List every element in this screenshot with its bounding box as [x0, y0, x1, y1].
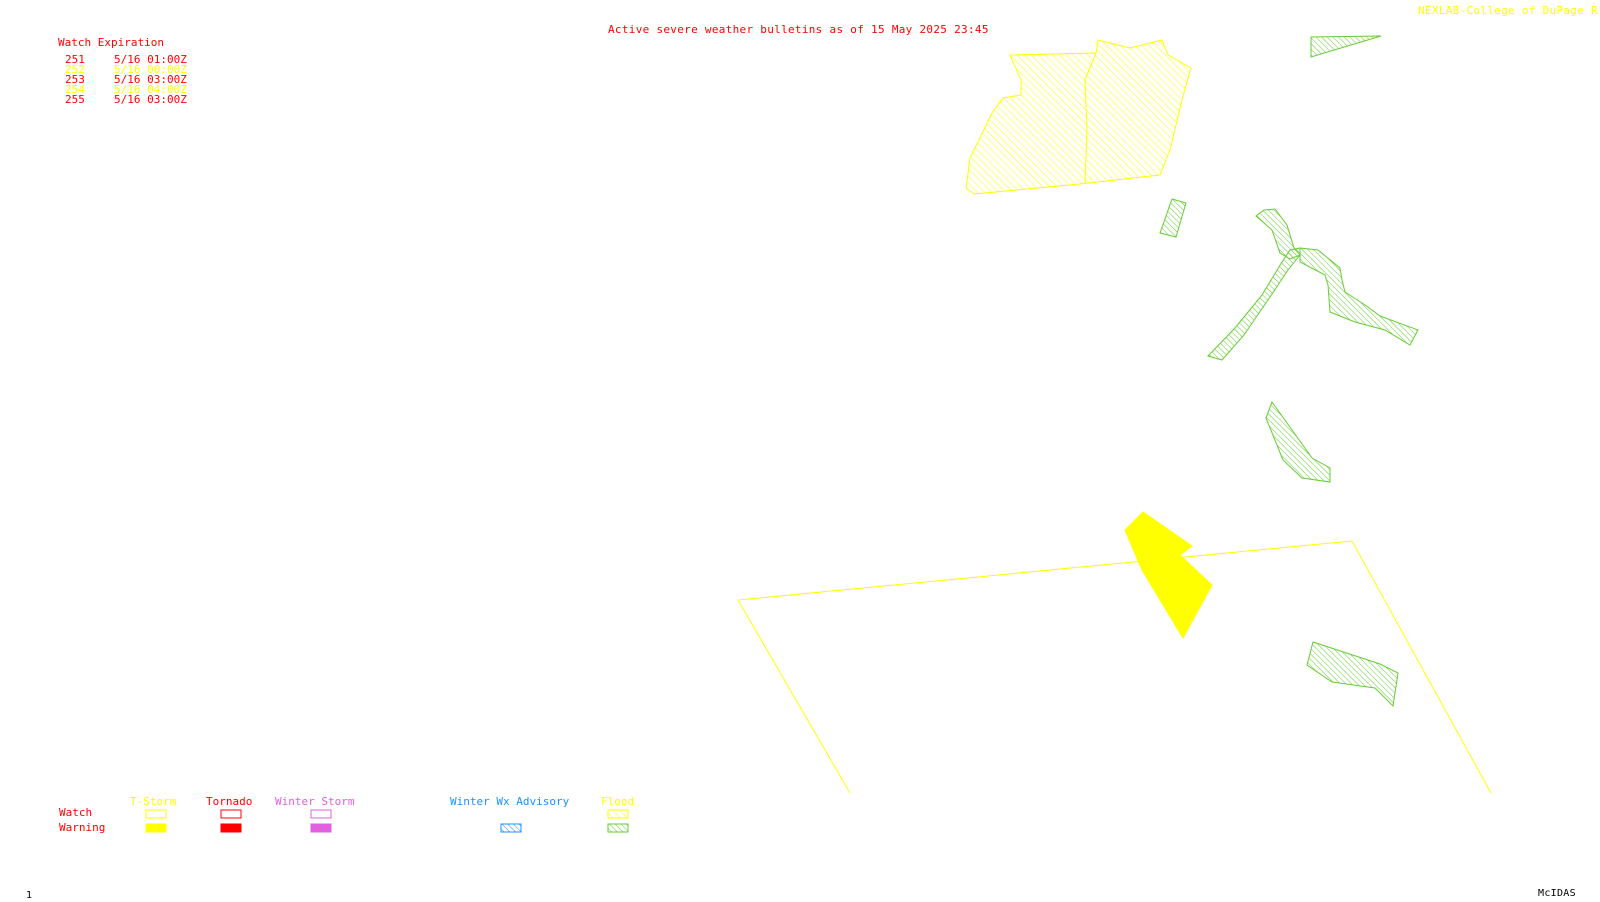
tstorm-warning-swatch: [145, 823, 167, 833]
winter-storm-watch-swatch: [310, 809, 332, 819]
legend-tornado-label: Tornado: [206, 795, 253, 808]
flood-warning-areas: [1159, 35, 1419, 708]
winter-storm-warning-swatch: [310, 823, 332, 833]
legend-warning-row-label: Warning: [59, 821, 106, 834]
watch-expiration: 5/16 01:00Z: [114, 53, 187, 66]
watch-expiration: 5/16 04:00Z: [114, 83, 187, 96]
software-label: McIDAS: [1538, 888, 1576, 899]
watch-expiration: 5/16 00:00Z: [114, 63, 187, 76]
flood-watch-area: [965, 39, 1192, 195]
watch-number: 253: [65, 73, 85, 86]
tstorm-watch-swatch: [145, 809, 167, 819]
watch-number: 255: [65, 93, 85, 106]
legend-winter-storm-label: Winter Storm: [275, 795, 355, 808]
watch-table-header: Watch Expiration: [58, 36, 164, 49]
watch-expiration: 5/16 03:00Z: [114, 93, 187, 106]
watch-number: 254: [65, 83, 85, 96]
watch-expiration: 5/16 03:00Z: [114, 73, 187, 86]
watch-number: 252: [65, 63, 85, 76]
source-credit: NEXLAB-College of DuPage R: [1418, 4, 1598, 17]
tstorm-watch-outline: [737, 540, 1492, 794]
frame-number: 1: [26, 890, 33, 901]
page-title: Active severe weather bulletins as of 15…: [608, 23, 989, 36]
legend-tstorm-label: T-Storm: [130, 795, 177, 808]
flood-watch-swatch: [607, 809, 629, 819]
legend-swatches: [145, 809, 629, 833]
flood-warning-swatch: [607, 823, 629, 833]
legend-flood-label: Flood: [601, 795, 635, 808]
tornado-watch-swatch: [220, 809, 242, 819]
legend-winter-wx-advisory-label: Winter Wx Advisory: [450, 795, 570, 808]
tornado-warning-swatch: [220, 823, 242, 833]
winter-wx-advisory-swatch: [500, 823, 522, 833]
watch-number: 251: [65, 53, 85, 66]
legend-watch-row-label: Watch: [59, 806, 93, 819]
tstorm-warning-area: [1124, 511, 1213, 640]
